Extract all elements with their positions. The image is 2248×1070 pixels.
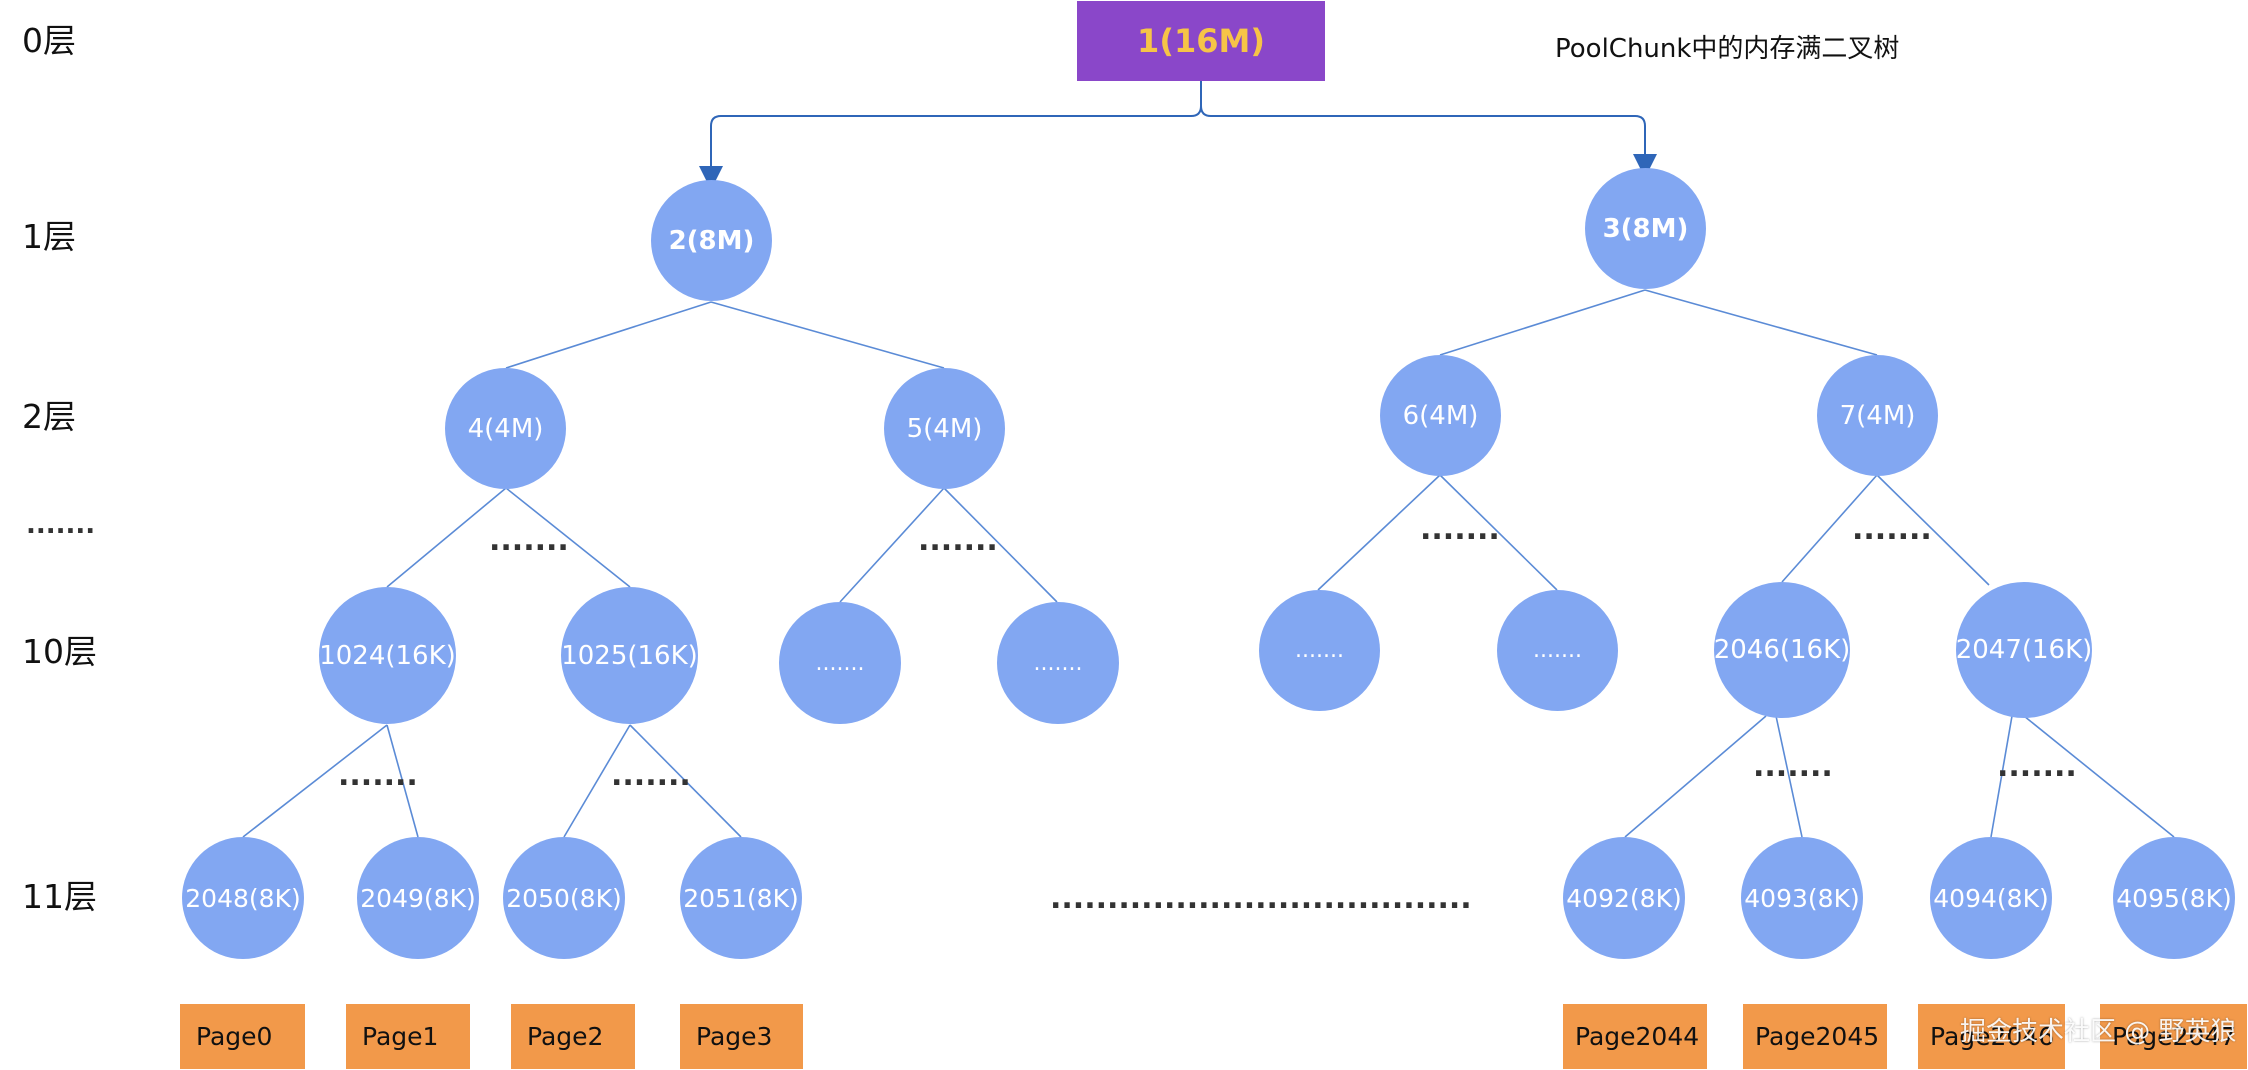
ellipsis-below-5: ....... xyxy=(918,523,998,558)
page-3: Page3 xyxy=(680,1004,803,1069)
ellipsis-below-7: ....... xyxy=(1852,512,1932,547)
edge-6-b xyxy=(1439,474,1558,591)
ellipsis-middle: ..................................... xyxy=(1050,881,1472,916)
edge-5-b xyxy=(943,487,1058,603)
page-2044: Page2044 xyxy=(1563,1004,1707,1069)
edge-2046-4092 xyxy=(1624,715,1767,838)
level-label-ellipsis: ....... xyxy=(26,510,96,540)
edge-6-a xyxy=(1317,474,1441,591)
ellipsis-below-4: ....... xyxy=(489,523,569,558)
node-4093: 4093(8K) xyxy=(1741,837,1863,959)
node-5-left-ellipsis: ....... xyxy=(779,602,901,724)
node-2047: 2047(16K) xyxy=(1956,582,2092,718)
page-2046: Page2046 xyxy=(1918,1004,2065,1069)
edge-4-1025 xyxy=(505,487,631,588)
edge-4-1024 xyxy=(386,487,507,588)
page-2047: Page2047 xyxy=(2100,1004,2247,1069)
node-2048: 2048(8K) xyxy=(182,837,304,959)
node-5: 5(4M) xyxy=(884,368,1005,489)
edge-7-2046 xyxy=(1781,474,1878,583)
level-label-11: 11层 xyxy=(22,877,97,916)
node-3: 3(8M) xyxy=(1585,168,1706,289)
root-to-3-arrow xyxy=(1200,81,1657,178)
edge-1025-2051 xyxy=(629,724,742,838)
node-2: 2(8M) xyxy=(651,180,772,301)
ellipsis-below-1024: ....... xyxy=(338,758,418,793)
page-0: Page0 xyxy=(180,1004,305,1069)
edge-2047-4094 xyxy=(1990,715,2013,838)
node-2050: 2050(8K) xyxy=(503,837,625,959)
page-1: Page1 xyxy=(346,1004,470,1069)
watermark-text: 掘金技术社区 @ 野英狼 xyxy=(1960,1017,2237,1047)
node-2051: 2051(8K) xyxy=(680,837,802,959)
node-6-left-ellipsis: ....... xyxy=(1259,590,1380,711)
level-label-1: 1层 xyxy=(22,217,76,256)
node-1024: 1024(16K) xyxy=(319,587,456,724)
edge-1025-2050 xyxy=(563,724,631,838)
edge-5-a xyxy=(839,487,945,603)
node-6: 6(4M) xyxy=(1380,355,1501,476)
diagram-title: PoolChunk中的内存满二叉树 xyxy=(1555,34,1900,64)
level-label-10: 10层 xyxy=(22,632,97,671)
root-to-2-arrow xyxy=(699,81,1202,190)
node-6-right-ellipsis: ....... xyxy=(1497,590,1618,711)
node-1025: 1025(16K) xyxy=(561,587,698,724)
edge-2-4 xyxy=(505,301,712,369)
ellipsis-below-1025: ....... xyxy=(611,758,691,793)
edge-3-7 xyxy=(1644,289,1878,356)
node-4095: 4095(8K) xyxy=(2113,837,2235,959)
node-7: 7(4M) xyxy=(1817,355,1938,476)
node-2049: 2049(8K) xyxy=(357,837,479,959)
ellipsis-below-2047: ....... xyxy=(1997,749,2077,784)
edge-1024-2048 xyxy=(242,724,388,838)
node-2046: 2046(16K) xyxy=(1714,582,1850,718)
root-node: 1(16M) xyxy=(1077,1,1325,81)
node-4094: 4094(8K) xyxy=(1930,837,2052,959)
edge-2-5 xyxy=(710,301,945,369)
page-2045: Page2045 xyxy=(1743,1004,1887,1069)
node-4: 4(4M) xyxy=(445,368,566,489)
edge-2046-4093 xyxy=(1775,715,1803,838)
edge-3-6 xyxy=(1439,289,1646,356)
edge-7-2047 xyxy=(1876,474,1990,586)
page-2: Page2 xyxy=(511,1004,635,1069)
edge-1024-2049 xyxy=(386,724,419,838)
edge-2047-4095 xyxy=(2023,715,2175,838)
node-4092: 4092(8K) xyxy=(1563,837,1685,959)
ellipsis-below-2046: ....... xyxy=(1753,749,1833,784)
level-label-0: 0层 xyxy=(22,21,76,60)
level-label-2: 2层 xyxy=(22,397,76,436)
node-5-right-ellipsis: ....... xyxy=(997,602,1119,724)
ellipsis-below-6: ....... xyxy=(1420,512,1500,547)
